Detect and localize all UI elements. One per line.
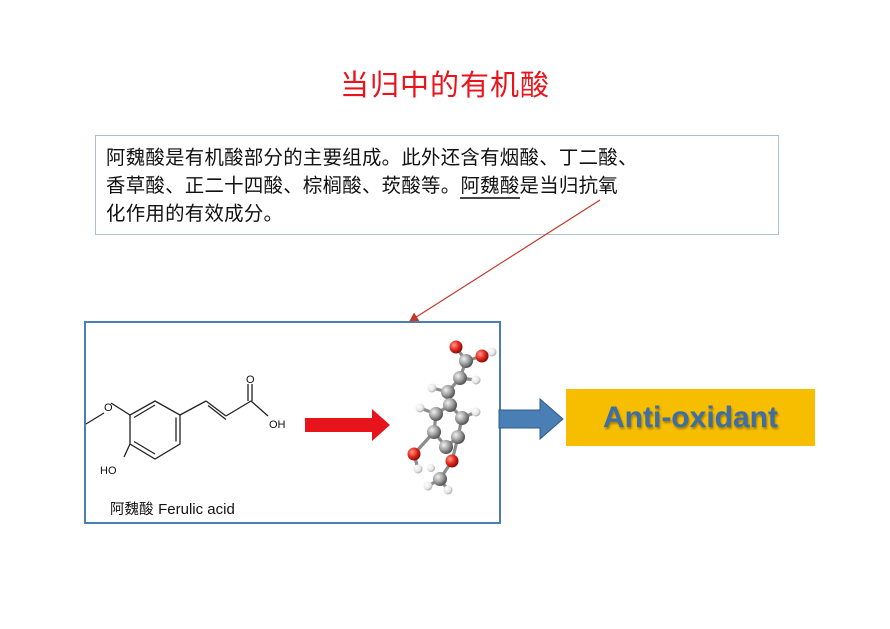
text-line-2: 香草酸、正二十四酸、棕榈酸、莰酸等。阿魏酸是当归抗氧 (106, 172, 768, 200)
carbonyl-o-label: O (246, 374, 255, 386)
acid-oh-label: OH (269, 419, 286, 431)
slide-title: 当归中的有机酸 (339, 68, 550, 102)
text-line-2-head: 香草酸、正二十四酸、棕榈酸、莰酸等。 (106, 174, 461, 197)
pointer-arrow (409, 199, 601, 322)
ferulic-acid-caption: 阿魏酸 Ferulic acid (110, 498, 235, 519)
description-textbox: 阿魏酸是有机酸部分的主要组成。此外还含有烟酸、丁二酸、 香草酸、正二十四酸、棕榈… (95, 135, 779, 235)
text-line-1: 阿魏酸是有机酸部分的主要组成。此外还含有烟酸、丁二酸、 (106, 146, 638, 169)
anti-oxidant-box: Anti-oxidant (566, 389, 815, 446)
caption-english: Ferulic acid (158, 501, 235, 518)
text-line-3: 化作用的有效成分。 (106, 202, 284, 225)
caption-chinese: 阿魏酸 (110, 502, 154, 518)
red-arrow (305, 409, 390, 441)
blue-arrow (498, 397, 564, 441)
text-line-2-tail: 是当归抗氧 (519, 174, 618, 197)
anti-oxidant-label: Anti-oxidant (603, 400, 778, 434)
methoxy-o-label: O (104, 402, 113, 414)
ferulic-acid-structure (85, 384, 269, 460)
phenol-ho-label: HO (100, 465, 117, 477)
ferulic-acid-3d-model (407, 340, 497, 495)
ferulic-acid-underlined: 阿魏酸 (460, 174, 520, 199)
